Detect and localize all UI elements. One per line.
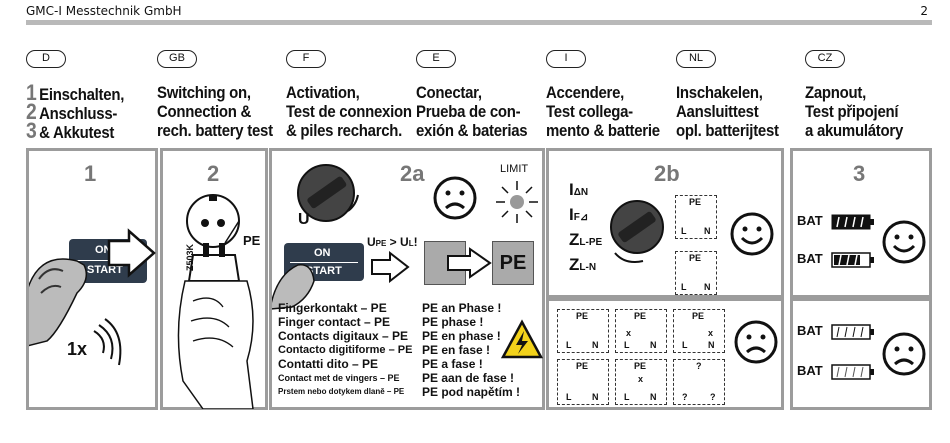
good-socket-grid-1: PE L N xyxy=(675,195,717,239)
company-name: GMC-I Messtechnik GmbH xyxy=(26,4,182,18)
bat-label-mid: BAT xyxy=(797,251,823,266)
battery-full-icon xyxy=(831,214,874,230)
pe-label: PE xyxy=(243,233,261,248)
battery-mid-icon xyxy=(831,252,874,268)
happy-face-icon-2b xyxy=(730,212,774,256)
lang-pill-e: E xyxy=(416,50,456,68)
arrow-right-icon xyxy=(371,251,410,283)
step-number-3: 3 xyxy=(853,161,866,186)
sad-face-icon-3 xyxy=(882,332,926,376)
lang-pill-f: F xyxy=(286,50,326,68)
heading-f: Activation,Test de connexion& piles rech… xyxy=(286,83,412,140)
lang-pill-i: I xyxy=(546,50,586,68)
panel-step-2: 2 PE Z503K xyxy=(160,148,268,410)
lang-pill-gb: GB xyxy=(157,50,197,68)
step-number-2a: 2a xyxy=(400,161,425,186)
step-number-2: 2 xyxy=(207,161,220,186)
finger-icon xyxy=(272,264,315,310)
sad-face-icon xyxy=(433,176,477,220)
page-number: 2 xyxy=(920,4,928,18)
fault-grid-4: PE L N xyxy=(557,359,609,405)
fault-grid-5: PE x L N xyxy=(615,359,667,405)
limit-label: LIMIT xyxy=(500,163,529,175)
plug-code: Z503K xyxy=(185,243,195,271)
lang-pill-d: D xyxy=(26,50,66,68)
header-rule xyxy=(26,20,932,25)
panel-step-2b: 2b IΔN IF⊿ ZL-PE ZL-N PE L N PE L N xyxy=(546,148,784,298)
step-number-2b: 2b xyxy=(654,161,680,186)
rotary-switch-2b-icon xyxy=(610,200,664,263)
heading-i: Accendere,Test collega-mento & batterie xyxy=(546,83,660,140)
bat-label-empty: BAT xyxy=(797,363,823,378)
panel-3-low: BAT BAT xyxy=(790,298,932,410)
finger-contact-list: Fingerkontakt – PE Finger contact – PE C… xyxy=(278,301,413,396)
panel-step-3: 3 BAT BAT xyxy=(790,148,932,298)
bat-label-full: BAT xyxy=(797,213,823,228)
finger-press-icon xyxy=(29,228,156,366)
heading-e: Conectar,Prueba de con-exión & baterias xyxy=(416,83,528,140)
happy-face-icon-3 xyxy=(882,220,926,264)
battery-low-icon xyxy=(831,324,874,340)
measurement-labels: IΔN IF⊿ ZL-PE ZL-N xyxy=(569,180,603,274)
sad-face-icon-2b xyxy=(734,320,778,364)
fault-grid-2: PE x L N xyxy=(615,309,667,353)
step-number-1: 1 xyxy=(84,161,97,186)
panel-step-2a: 2a U LIMIT ON START UPE > UL! PE xyxy=(269,148,545,410)
voltage-condition: UPE > UL! xyxy=(367,235,418,249)
bat-label-low: BAT xyxy=(797,323,823,338)
fault-grid-3: PE x L N xyxy=(673,309,725,353)
limit-lamp-icon xyxy=(496,181,538,223)
press-count: 1x xyxy=(67,339,88,359)
lang-pill-nl: NL xyxy=(676,50,716,68)
u-label: U xyxy=(298,211,310,228)
fault-grid-6: ? ? ? xyxy=(673,359,725,405)
panel-step-1: 1 ON START 1x xyxy=(26,148,158,410)
panel-2b-faults: PE L N PE x L N PE x L N PE L N PE x L N… xyxy=(546,298,784,410)
heading-gb: Switching on,Connection &rech. battery t… xyxy=(157,83,273,140)
good-socket-grid-2: PE L N xyxy=(675,251,717,295)
lang-pill-cz: CZ xyxy=(805,50,845,68)
battery-empty-icon xyxy=(831,364,874,380)
fault-grid-1: PE L N xyxy=(557,309,609,353)
pe-box: PE xyxy=(492,241,534,285)
socket-plug-icon xyxy=(177,194,254,409)
arrow-into-pe-icon xyxy=(447,247,492,279)
phase-warning-list: PE an Phase ! PE phase ! PE en phase ! P… xyxy=(422,301,521,399)
rotary-switch-icon xyxy=(297,164,359,222)
high-voltage-warning-icon xyxy=(500,319,544,359)
